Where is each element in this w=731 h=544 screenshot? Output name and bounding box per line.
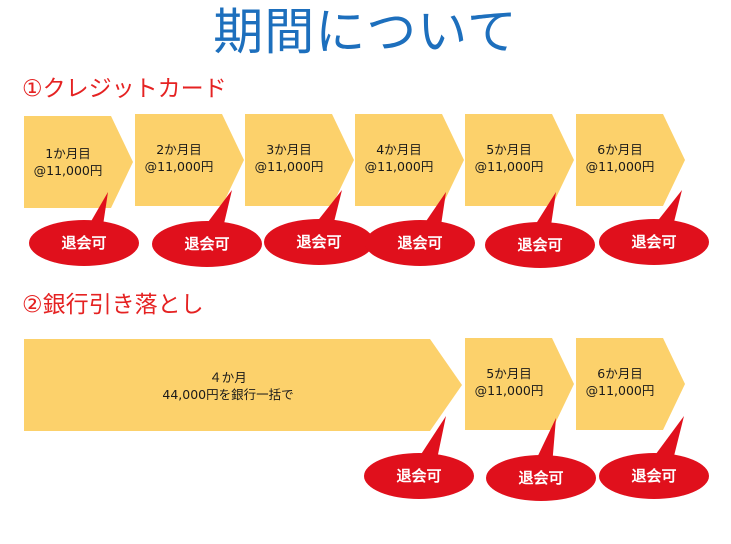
bubble-tail [532,192,556,232]
step-price: @11,000円 [144,159,214,174]
bubble-shape [152,221,262,267]
step-price: @11,000円 [585,159,655,174]
step-price: @11,000円 [364,159,434,174]
bubble-tail [534,418,556,466]
section-label-bank-transfer: ②銀行引き落とし [22,292,204,318]
step-chevron [135,114,244,206]
step-label: 6か月目 @11,000円 [580,365,660,399]
bubble-label-cancel: 退会可 [517,236,563,254]
step-label: 4か月目 @11,000円 [359,141,439,175]
bubble-label-cancel: 退会可 [296,233,342,251]
bubble-shape [486,455,596,501]
step-month: 5か月目 [486,366,532,381]
step-label: 2か月目 @11,000円 [139,141,219,175]
step-chevron [465,114,574,206]
bubble-label-cancel: 退会可 [184,235,230,253]
step-chevron [576,114,685,206]
step-month: 3か月目 [266,142,312,157]
step-label: 1か月目 @11,000円 [28,145,108,179]
step-chevron [24,116,133,208]
step-price: @11,000円 [33,163,103,178]
step-label: 5か月目 @11,000円 [469,141,549,175]
step-price: @11,000円 [474,159,544,174]
bubble-label-cancel: 退会可 [61,234,107,252]
step-month: 1か月目 [45,146,91,161]
bubble-tail [650,416,684,464]
step-price: 44,000円を銀行一括で [162,387,294,402]
bubble-tail [416,416,446,464]
bubble-label-cancel: 退会可 [397,234,443,252]
step-month: ４か月 [209,370,247,385]
bubble-shape [485,222,595,268]
step-month: 5か月目 [486,142,532,157]
step-label: 3か月目 @11,000円 [249,141,329,175]
bubble-shape [365,220,475,266]
section-label-credit-card: ①クレジットカード [22,76,227,102]
step-chevron-lump-sum [24,339,462,431]
bubble-shape [599,219,709,265]
bubble-shape [599,453,709,499]
bubble-label-cancel: 退会可 [518,469,564,487]
bubble-shape [29,220,139,266]
step-label: 6か月目 @11,000円 [580,141,660,175]
step-chevron [465,338,574,430]
bubble-label-cancel: 退会可 [631,233,677,251]
bubble-label-cancel: 退会可 [396,467,442,485]
step-month: 4か月目 [376,142,422,157]
step-price: @11,000円 [474,383,544,398]
step-chevron [576,338,685,430]
page-title: 期間について [213,3,518,61]
step-month: 2か月目 [156,142,202,157]
step-price: @11,000円 [585,383,655,398]
step-month: 6か月目 [597,366,643,381]
bubble-shape [264,219,374,265]
step-month: 6か月目 [597,142,643,157]
bubble-shape [364,453,474,499]
step-chevron [245,114,354,206]
step-chevron [355,114,464,206]
step-label-lump-sum: ４か月 44,000円を銀行一括で [128,369,328,403]
step-label: 5か月目 @11,000円 [469,365,549,399]
step-price: @11,000円 [254,159,324,174]
bubble-label-cancel: 退会可 [631,467,677,485]
